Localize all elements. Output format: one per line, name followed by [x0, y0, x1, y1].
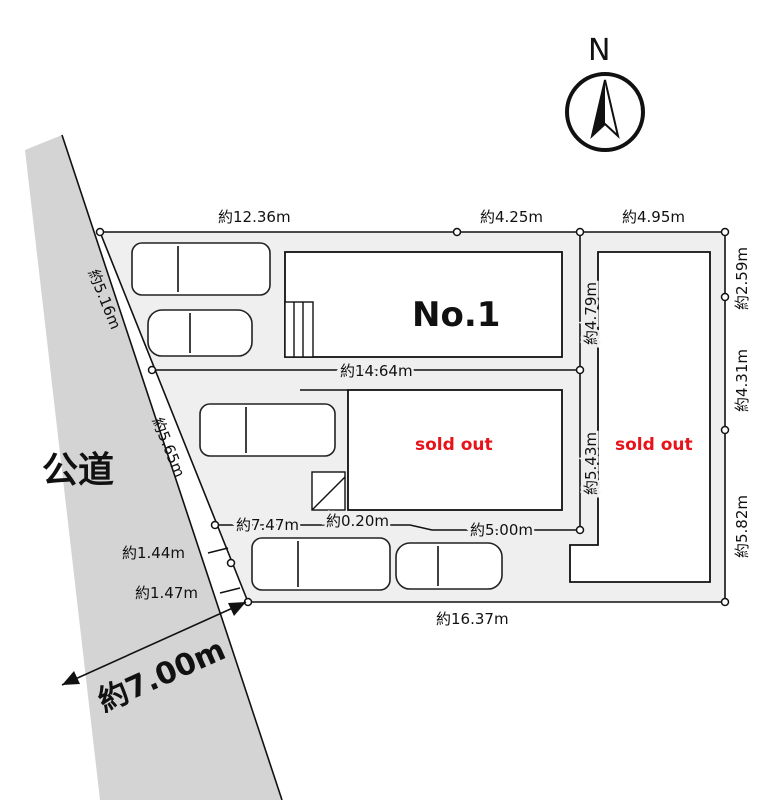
- compass-label: N: [588, 33, 610, 68]
- dim-div-v2: 約5.43m: [582, 432, 600, 495]
- building-2-status: sold out: [415, 435, 493, 455]
- dim-right-bottom: 約5.82m: [733, 495, 751, 558]
- dim-top-mid: 約4.25m: [480, 208, 543, 226]
- dim-div-2b: 約0.20m: [326, 512, 389, 530]
- dim-left-147: 約1.47m: [135, 584, 198, 602]
- car-icon: [131, 242, 271, 296]
- building-no1-label: No.1: [412, 295, 500, 335]
- road-width-arrow: [61, 601, 247, 686]
- car-icon: [147, 309, 253, 357]
- car-icon: [199, 403, 336, 457]
- dim-div-2a: 約7.47m: [236, 516, 299, 534]
- dim-top-left: 約12.36m: [218, 208, 291, 226]
- road-label: 公道: [42, 450, 114, 491]
- dim-div-2c: 約5.00m: [470, 521, 533, 539]
- survey-points: [95, 227, 730, 607]
- dim-right-top: 約2.59m: [733, 247, 751, 310]
- public-road: [25, 135, 282, 800]
- dim-div-1: 約14.64m: [340, 362, 413, 380]
- division-line-2: [215, 524, 580, 531]
- car-icon: [395, 542, 503, 590]
- entrance-icon: [311, 471, 346, 511]
- dim-div-v1: 約4.79m: [582, 282, 600, 345]
- dim-left-144: 約1.44m: [122, 544, 185, 562]
- stairs-icon: [284, 301, 314, 358]
- building-3-status: sold out: [615, 435, 693, 455]
- building-2: [347, 389, 563, 511]
- building-3: [569, 251, 711, 583]
- dim-top-right: 約4.95m: [622, 208, 685, 226]
- dim-bottom: 約16.37m: [436, 610, 509, 628]
- car-icon: [251, 537, 391, 591]
- dim-right-mid: 約4.31m: [733, 349, 751, 412]
- north-arrow-icon: [565, 72, 645, 152]
